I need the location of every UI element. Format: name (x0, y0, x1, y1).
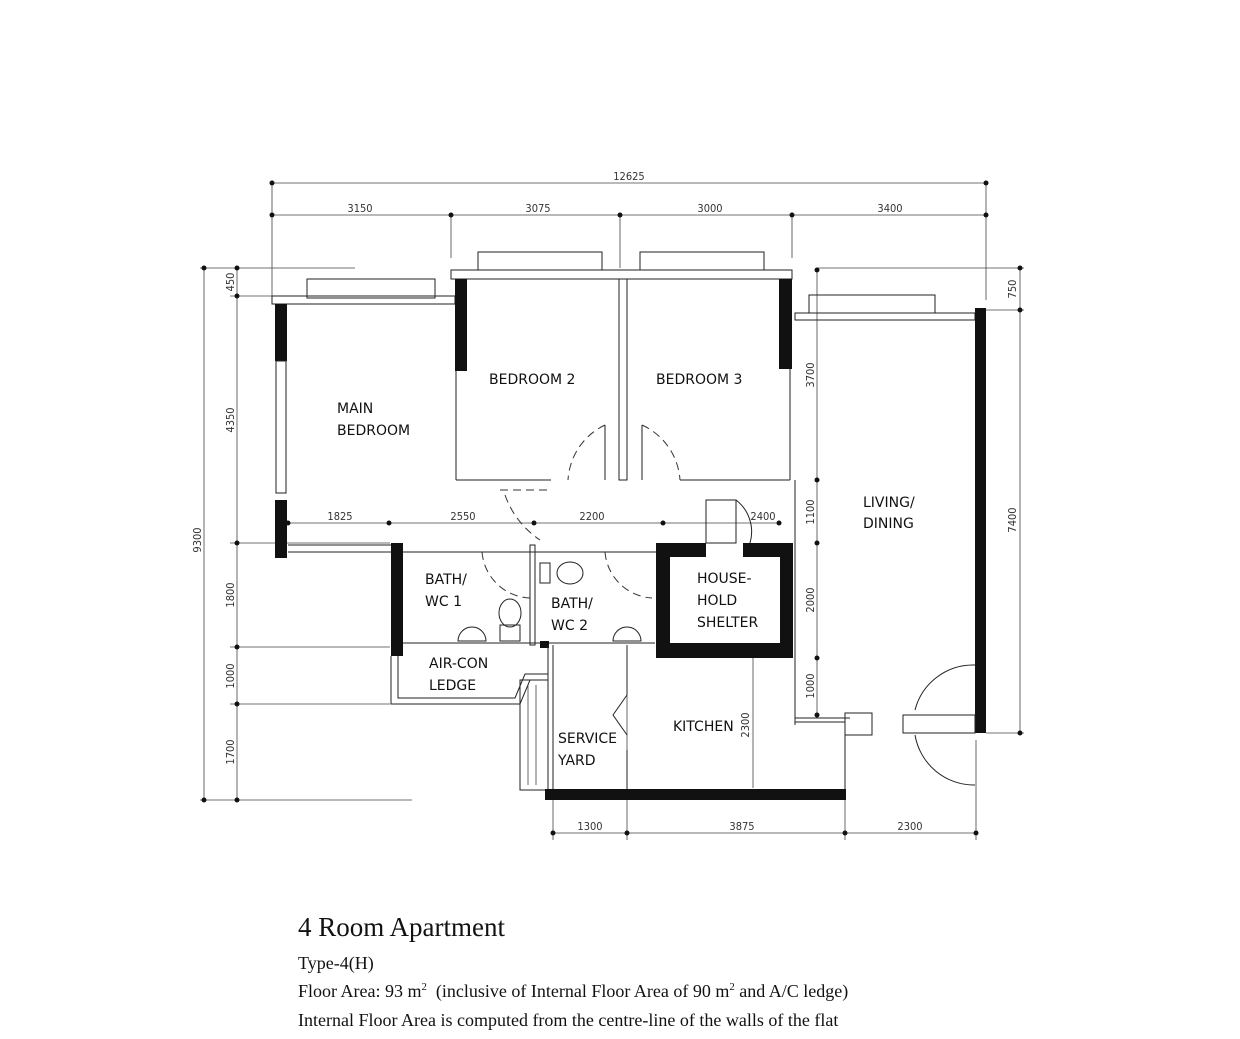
apartment-type: Type-4(H) (298, 953, 374, 973)
dim-total-height: 9300 (191, 527, 204, 552)
sup: 2 (421, 981, 427, 993)
dimension-lines (200, 180, 1024, 840)
floor-area-suffix: and A/C ledge) (734, 981, 849, 1001)
room-main-bedroom: MAIN (337, 401, 373, 417)
room-aircon-ledge: LEDGE (429, 678, 476, 694)
room-service-yard: SERVICE (558, 731, 617, 747)
dim-left: 1000 (224, 663, 237, 688)
room-shelter: HOUSE- (697, 571, 752, 587)
room-bath-1: BATH/ (425, 572, 467, 588)
dim-left: 1700 (224, 739, 237, 764)
room-labels: MAIN BEDROOM BEDROOM 2 BEDROOM 3 LIVING/… (337, 372, 915, 769)
dim-kitchen: 2300 (739, 712, 752, 737)
room-shelter: HOLD (697, 593, 737, 609)
dim-interior: 2550 (450, 510, 475, 523)
room-dining: DINING (863, 516, 914, 532)
dim-right: 750 (1006, 280, 1019, 299)
dim-right-inner: 1000 (804, 673, 817, 698)
dim-total-width: 12625 (613, 170, 644, 183)
room-bedroom-3: BEDROOM 3 (656, 372, 742, 388)
dim-interior: 1825 (327, 510, 352, 523)
floor-area-mid: (inclusive of Internal Floor Area of 90 … (426, 981, 730, 1001)
room-living: LIVING/ (863, 495, 915, 511)
dim-left: 1800 (224, 582, 237, 607)
dim-interior: 2400 (750, 510, 775, 523)
room-kitchen: KITCHEN (673, 719, 734, 735)
dim-bottom: 3875 (729, 820, 754, 833)
dim-right-inner: 2000 (804, 587, 817, 612)
dim-left: 4350 (224, 407, 237, 432)
room-service-yard: YARD (557, 753, 596, 769)
dim-left: 450 (224, 273, 237, 292)
dim-top: 3400 (877, 202, 902, 215)
room-bath-2: BATH/ (551, 596, 593, 612)
sup: 2 (729, 981, 735, 993)
room-shelter: SHELTER (697, 615, 759, 631)
area-note: Internal Floor Area is computed from the… (298, 1010, 839, 1030)
floor-area-prefix: Floor Area: 93 m (298, 981, 422, 1001)
dimension-labels: 12625 3150 3075 3000 3400 9300 450 4350 … (191, 170, 1019, 833)
room-bedroom-2: BEDROOM 2 (489, 372, 575, 388)
dim-top: 3000 (697, 202, 722, 215)
dim-right-inner: 1100 (804, 499, 817, 524)
room-aircon-ledge: AIR-CON (429, 656, 488, 672)
room-main-bedroom: BEDROOM (337, 423, 410, 439)
room-bath-2: WC 2 (551, 618, 588, 634)
floor-area: Floor Area: 93 m2 (inclusive of Internal… (298, 981, 848, 1002)
room-bath-1: WC 1 (425, 594, 462, 610)
dim-bottom: 2300 (897, 820, 922, 833)
dim-right: 7400 (1006, 507, 1019, 532)
dim-bottom: 1300 (577, 820, 602, 833)
apartment-title: 4 Room Apartment (298, 912, 505, 942)
dim-top: 3075 (525, 202, 550, 215)
dim-top: 3150 (347, 202, 372, 215)
dim-right-inner: 3700 (804, 362, 817, 387)
walls (271, 251, 986, 800)
dim-interior: 2200 (579, 510, 604, 523)
